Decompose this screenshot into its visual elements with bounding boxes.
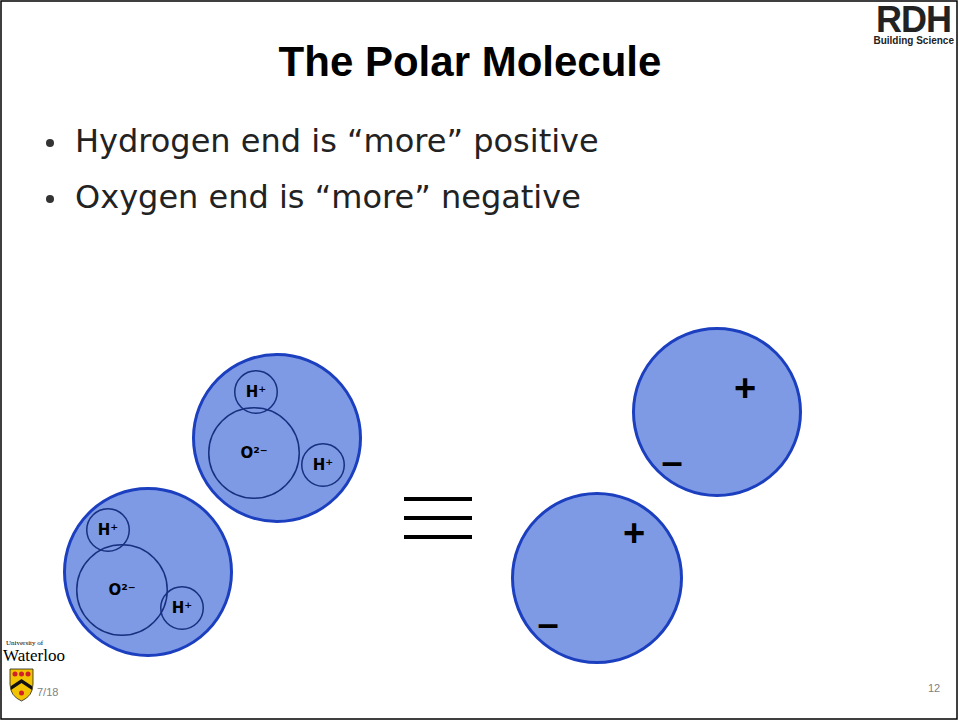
atom-symbol: O²⁻ <box>240 446 267 461</box>
shield-lion <box>19 672 24 677</box>
atom-circle: O²⁻ <box>208 407 300 499</box>
shield-lion <box>26 672 31 677</box>
circle-outline <box>192 353 362 523</box>
circle-shape <box>65 489 232 656</box>
bullet-text: Hydrogen end is “more” positive <box>75 122 599 160</box>
company-tagline: Building Science <box>873 35 954 47</box>
charge-circle: +– <box>511 492 683 664</box>
shield-chevron <box>11 679 32 690</box>
circle-shape <box>194 355 361 522</box>
bullet-dot <box>46 195 54 203</box>
page-number: 12 <box>928 682 940 695</box>
bullet-dot <box>46 139 54 147</box>
charge-sign: + <box>623 514 645 552</box>
slide-title: The Polar Molecule <box>0 38 940 86</box>
atom-symbol: O²⁻ <box>108 583 135 598</box>
equivalence-bar <box>404 516 472 520</box>
circle-shape <box>235 371 278 414</box>
atom-circle: H⁺ <box>301 443 345 487</box>
university-name: Waterloo <box>3 646 65 666</box>
slide-date: 7/18 <box>37 686 58 699</box>
circle-outline <box>511 492 683 664</box>
molecule-circle: H⁺ O²⁻ H⁺ <box>63 487 233 657</box>
atom-circle: H⁺ <box>160 586 204 630</box>
circle-outline <box>63 487 233 657</box>
circle-shape <box>513 494 682 663</box>
circle-shape <box>161 587 204 630</box>
circle-shape <box>209 408 300 499</box>
shield-lion <box>19 691 24 696</box>
molecule-circle: H⁺ O²⁻ H⁺ <box>192 353 362 523</box>
equivalence-bar <box>404 497 472 501</box>
charge-sign: – <box>537 605 558 643</box>
charge-sign: + <box>734 369 756 407</box>
atom-symbol: H⁺ <box>172 601 192 616</box>
atom-circle: O²⁻ <box>76 544 168 636</box>
atom-symbol: H⁺ <box>98 523 118 538</box>
shield-lion <box>13 672 18 677</box>
circle-shape <box>634 329 801 496</box>
equivalence-bar <box>404 535 472 539</box>
charge-sign: – <box>661 443 682 481</box>
circle-shape <box>302 444 345 487</box>
atom-symbol: H⁺ <box>246 385 266 400</box>
university-shield <box>10 669 33 701</box>
bullet-text: Oxygen end is “more” negative <box>75 178 581 216</box>
charge-circle: +– <box>632 327 802 497</box>
atom-symbol: H⁺ <box>313 458 333 473</box>
circle-shape <box>77 545 168 636</box>
circle-outline <box>632 327 802 497</box>
